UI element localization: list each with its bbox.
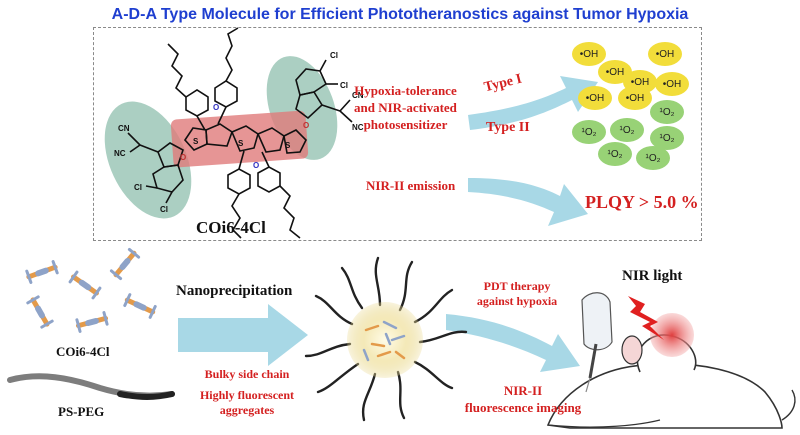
pdt-line-2: against hypoxia [476,294,558,308]
oh-radical-bubble: •OH [572,42,606,66]
imaging-line-2: fluorescence imaging [464,400,582,415]
pdt-line-1: PDT therapy [483,279,551,293]
nanoprecipitation-label: Nanoprecipitation [176,283,293,299]
atom-cl-4: Cl [340,81,348,90]
nir-light-label: NIR light [622,268,683,284]
photosensitizer-label: Hypoxia-tolerance and NIR-activated phot… [354,82,457,133]
atom-o3: O [180,153,186,162]
atom-s-1: S [193,137,199,146]
therapy-arrow [446,314,580,372]
fluorescent-aggregates-label: Highly fluorescent aggregates [182,388,312,418]
pdt-therapy-label: PDT therapy against hypoxia [462,279,572,309]
nanoparticle [304,256,468,422]
singlet-oxygen-bubble: ¹O₂ [650,100,684,124]
atom-cn-2: CN [352,91,364,100]
atom-cl-1: Cl [134,183,142,192]
photosensitizer-line-3: photosensitizer [363,117,448,132]
singlet-oxygen-bubble: ¹O₂ [636,146,670,170]
ps-peg-label: PS-PEG [58,404,105,419]
oh-radical-bubble: •OH [648,42,682,66]
atom-o1: O [213,103,219,112]
emission-arrow [468,178,588,226]
type-arrow [468,76,598,130]
nanoprecipitation-arrow [178,304,308,366]
atom-s-3: S [285,141,291,150]
nir-ii-emission-label: NIR-II emission [366,178,456,193]
figure-title: A-D-A Type Molecule for Efficient Photot… [111,6,689,23]
singlet-oxygen-bubble: ¹O₂ [572,120,606,144]
fluorescent-line-1: Highly fluorescent [199,388,295,402]
oh-radical-bubble: •OH [618,86,652,110]
plqy-label: PLQY > 5.0 % [585,192,699,212]
nanoparticle-cargo [362,320,406,362]
type-ii-label: Type II [486,120,530,135]
atom-cl-3: Cl [330,51,338,60]
molecule-structure [127,27,353,239]
atom-cl-2: Cl [160,205,168,214]
singlet-oxygen-bubble: ¹O₂ [610,118,644,142]
atom-nc-2: NC [352,123,364,132]
oh-radical-bubble: •OH [655,72,689,96]
fluorescent-line-2: aggregates [219,403,275,417]
atom-nc-1: NC [114,149,126,158]
fluorescence-imaging-label: NIR-II fluorescence imaging [448,382,598,416]
ps-peg-polymer [7,373,175,399]
hand-syringe-illustration [581,292,613,393]
molecule-panel-border [93,27,702,241]
bulky-side-chain-label: Bulky side chain [204,367,290,381]
bottom-molecule-label: COi6-4Cl [56,344,110,359]
donor-core-box [170,110,309,168]
atom-cn-1: CN [118,124,130,133]
molecule-name: COi6-4Cl [196,218,266,237]
imaging-line-1: NIR-II [503,383,543,398]
atom-s-2: S [238,139,244,148]
atom-o2: O [253,161,259,170]
photosensitizer-line-2: and NIR-activated [354,100,457,115]
singlet-oxygen-bubble: ¹O₂ [598,142,632,166]
atom-o4: O [303,121,309,130]
oh-radical-bubble: •OH [578,86,612,110]
mouse-illustration [546,313,796,429]
molecule-icons [25,247,157,333]
left-acceptor-shadow [104,101,192,219]
photosensitizer-line-1: Hypoxia-tolerance [354,83,457,98]
lightning-bolt-icon [628,296,664,340]
